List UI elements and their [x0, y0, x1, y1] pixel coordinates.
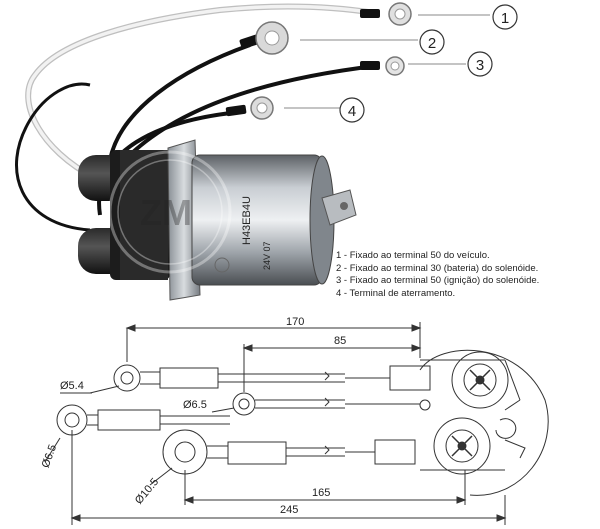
- dim-170-label: 170: [286, 316, 304, 328]
- dim-245-label: 245: [280, 504, 298, 516]
- dia-6-5-mid-label: Ø6.5: [183, 399, 207, 411]
- dim-165-label: 165: [312, 487, 330, 499]
- dia-5-4-callout: Ø5.4: [60, 380, 120, 394]
- dia-10-5-label: Ø10.5: [133, 476, 161, 507]
- legend-item-1: 1 - Fixado ao terminal 50 do veículo.: [336, 250, 490, 261]
- wire-3-black: [118, 64, 376, 167]
- svg-text:H43EB4U: H43EB4U: [241, 196, 253, 245]
- dia-6-5-mid-callout: Ø6.5: [183, 399, 235, 413]
- drawing-ring-1: [113, 364, 431, 392]
- callout-4: 4: [339, 97, 365, 123]
- technical-drawing: 170 85 165 245: [40, 316, 549, 525]
- callout-2: 2: [419, 29, 445, 55]
- svg-text:ZM: ZM: [140, 192, 192, 233]
- callout-3-label: 3: [476, 57, 484, 74]
- dim-165: 165: [183, 470, 467, 505]
- terminal-caps: [78, 150, 170, 280]
- dim-85: 85: [242, 335, 422, 392]
- drawing-ring-4: [162, 429, 416, 475]
- ring-terminal-2: [255, 21, 289, 55]
- drawing-ring-2: [56, 404, 230, 436]
- solenoid-end-view: [419, 349, 549, 496]
- ring-terminal-3: [385, 56, 405, 76]
- solenoid-body: H43EB4U 24V 07: [191, 154, 335, 286]
- dia-6-5-vertical-label: Ø6.5: [40, 443, 59, 470]
- callout-2-label: 2: [428, 35, 436, 52]
- callout-4-label: 4: [348, 103, 356, 120]
- terminal-tab: [321, 189, 357, 226]
- dim-170: 170: [125, 316, 422, 362]
- drawing-ring-3: [232, 392, 431, 416]
- dia-6-5-vertical-callout: Ø6.5: [40, 437, 61, 470]
- legend-item-4: 4 - Terminal de aterramento.: [336, 287, 456, 299]
- dia-10-5-callout: Ø10.5: [133, 467, 173, 507]
- legend-item-3: 3 - Fixado ao terminal 50 (ignição) do s…: [336, 275, 540, 287]
- wire-1-white: [25, 3, 378, 181]
- svg-text:24V 07: 24V 07: [262, 241, 272, 270]
- solenoid-photo: H43EB4U 24V 07 ZM: [15, 2, 412, 301]
- dia-5-4-label: Ø5.4: [60, 380, 84, 392]
- ring-terminal-1: [388, 2, 412, 26]
- ring-terminal-4: [250, 96, 274, 120]
- dim-85-label: 85: [334, 335, 346, 347]
- callout-1: 1: [492, 4, 518, 30]
- callout-1-label: 1: [501, 10, 509, 27]
- terminal-legend: 1 - Fixado ao terminal 50 do veículo. 2 …: [336, 250, 598, 300]
- callout-leaders: [284, 14, 490, 109]
- wire-ground-loop: [15, 82, 91, 232]
- legend-item-2: 2 - Fixado ao terminal 30 (bateria) do s…: [336, 262, 539, 274]
- zm-watermark-logo: ZM: [108, 150, 232, 274]
- callout-3: 3: [467, 51, 493, 77]
- dim-245: 245: [70, 430, 507, 525]
- wire-2-black: [108, 43, 251, 161]
